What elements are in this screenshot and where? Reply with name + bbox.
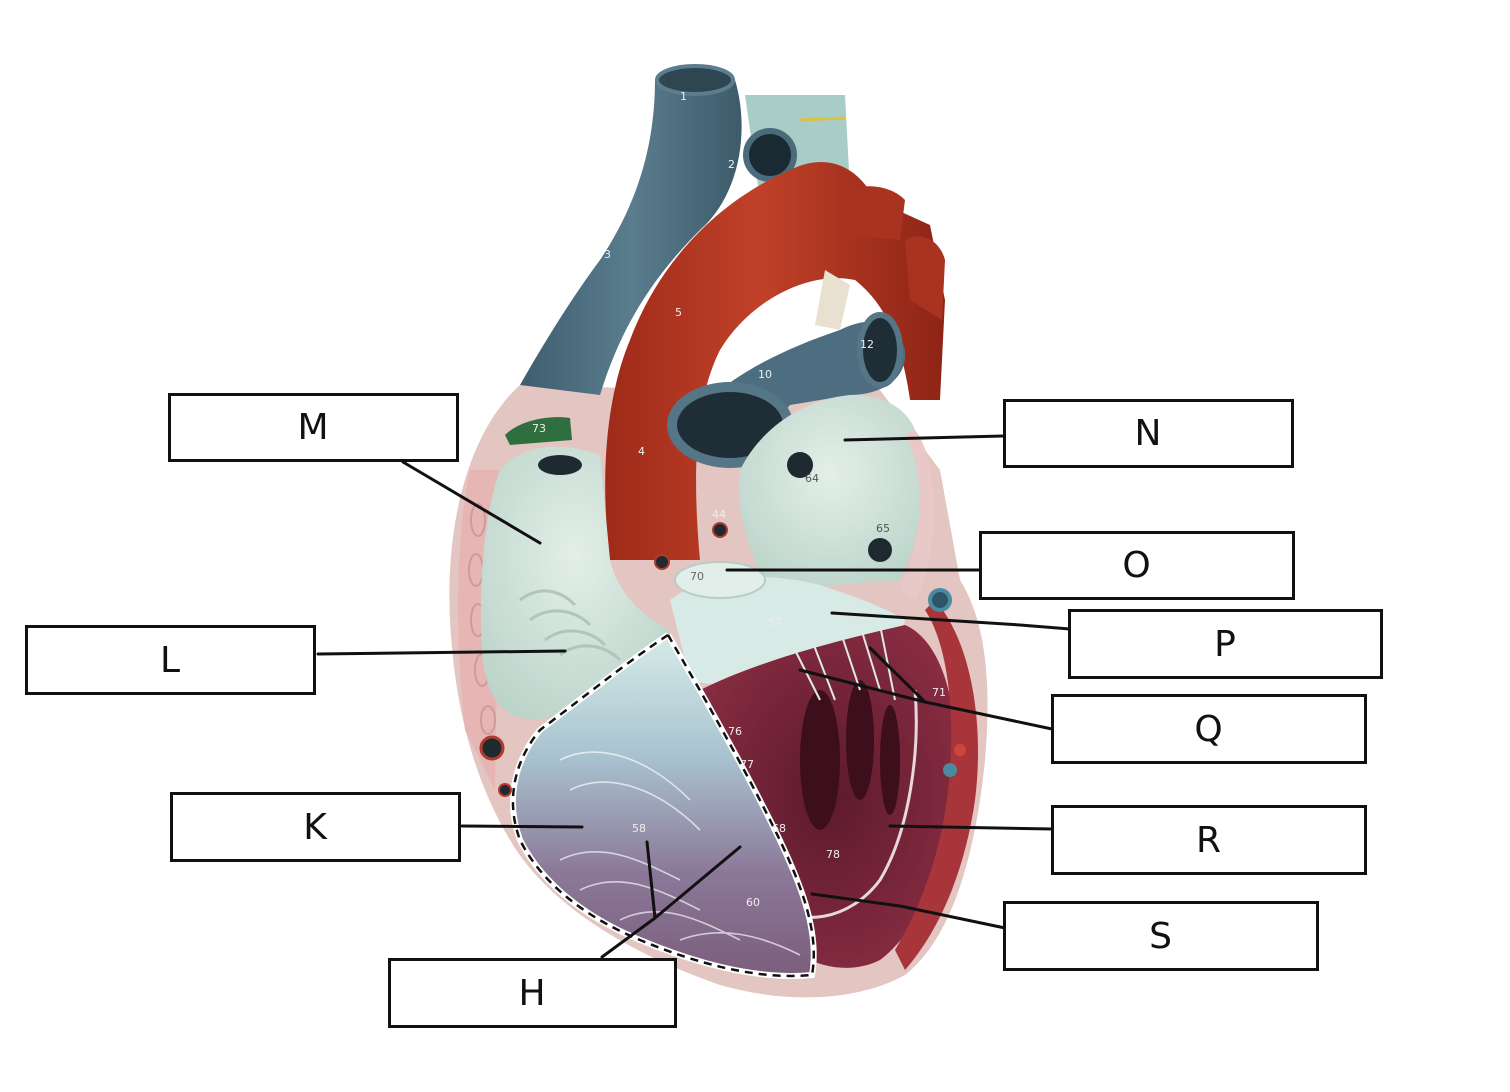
leader-line-H-2 — [653, 845, 742, 920]
papillary-muscles — [800, 680, 900, 830]
model-number-4: 4 — [638, 445, 645, 458]
model-number-70: 70 — [690, 570, 704, 583]
label-box-H[interactable]: H — [388, 958, 677, 1028]
model-number-58: 58 — [632, 822, 646, 835]
label-box-M[interactable]: M — [168, 393, 459, 462]
leader-lines — [316, 434, 1072, 959]
left-atrium-wall — [900, 430, 934, 600]
opening-small — [498, 783, 512, 797]
label-box-K[interactable]: K — [170, 792, 461, 862]
aorta-ligament — [815, 270, 850, 330]
model-number-71: 71 — [932, 686, 946, 699]
model-number-2: 2 — [728, 158, 735, 171]
right-outer-wall — [895, 600, 979, 970]
model-number-12: 12 — [860, 338, 874, 351]
model-number-76: 76 — [728, 725, 742, 738]
trabeculae-carneae — [559, 751, 801, 956]
model-number-5: 5 — [675, 306, 682, 319]
label-S-text: S — [1149, 915, 1173, 957]
svc-opening — [655, 64, 735, 96]
right-ventricle-dashed-outline-dash — [511, 633, 816, 978]
model-number-65: 65 — [876, 522, 890, 535]
model-number-44: 44 — [712, 508, 726, 521]
model-number-73: 73 — [532, 422, 546, 435]
coronary-vessel-1 — [928, 588, 952, 612]
leader-line-N — [843, 434, 1005, 442]
label-box-O[interactable]: O — [979, 531, 1295, 600]
label-box-Q[interactable]: Q — [1051, 694, 1367, 764]
model-number-78: 78 — [826, 848, 840, 861]
leader-line-K — [460, 824, 584, 829]
model-numbers: 1 2 3 5 10 12 4 44 73 57 71 76 77 68 78 … — [532, 90, 946, 909]
leader-line-R — [888, 824, 1054, 831]
label-K-text: K — [303, 806, 328, 848]
pulmonary-trunk-stripe — [799, 116, 846, 122]
aortic-branch-2 — [905, 236, 945, 320]
aorta — [605, 161, 945, 560]
opening-44 — [712, 522, 728, 538]
label-box-S[interactable]: S — [1003, 901, 1319, 971]
label-L-text: L — [159, 639, 182, 681]
coronary-sinus-opening — [479, 735, 505, 761]
superior-vena-cava — [520, 80, 742, 395]
model-number-60: 60 — [746, 896, 760, 909]
label-R-text: R — [1195, 819, 1222, 861]
model-number-10: 10 — [758, 368, 772, 381]
label-O-text: O — [1122, 545, 1152, 586]
pulmonary-vein-opening — [857, 312, 903, 388]
label-P-text: P — [1214, 623, 1237, 665]
label-box-P[interactable]: P — [1068, 609, 1383, 679]
label-box-R[interactable]: R — [1051, 805, 1367, 875]
model-number-68: 68 — [772, 822, 786, 835]
label-Q-text: Q — [1194, 708, 1224, 750]
label-box-L[interactable]: L — [25, 625, 316, 695]
pulmonary-vein-hole-1 — [787, 452, 813, 478]
leader-line-S — [810, 892, 1007, 930]
label-M-text: M — [297, 407, 330, 448]
label-box-N[interactable]: N — [1003, 399, 1294, 468]
right-ventricle — [512, 635, 814, 976]
label-N-text: N — [1134, 413, 1163, 454]
model-number-64: 64 — [805, 472, 819, 485]
leader-line-Q-2 — [868, 646, 927, 704]
model-number-3: 3 — [604, 248, 611, 261]
septum-area — [670, 576, 905, 684]
aortic-valve — [674, 561, 766, 599]
model-number-1: 1 — [680, 90, 687, 103]
label-H-text: H — [518, 972, 547, 1014]
model-number-57: 57 — [768, 616, 782, 629]
coronary-vessel-3 — [954, 744, 966, 756]
coronary-vessel-2 — [943, 763, 957, 777]
leader-line-L — [316, 649, 567, 656]
ivc-opening — [538, 455, 582, 475]
tag-73-background — [505, 417, 572, 445]
aortic-branch-1 — [840, 186, 905, 240]
leader-line-P — [830, 611, 1072, 631]
brachiocephalic-opening — [743, 128, 797, 182]
opening-41 — [654, 554, 670, 570]
model-number-77: 77 — [740, 758, 754, 771]
wall-trabeculae — [468, 503, 496, 735]
pulmonary-vein-hole-2 — [868, 538, 892, 562]
leader-line-M — [401, 460, 542, 545]
